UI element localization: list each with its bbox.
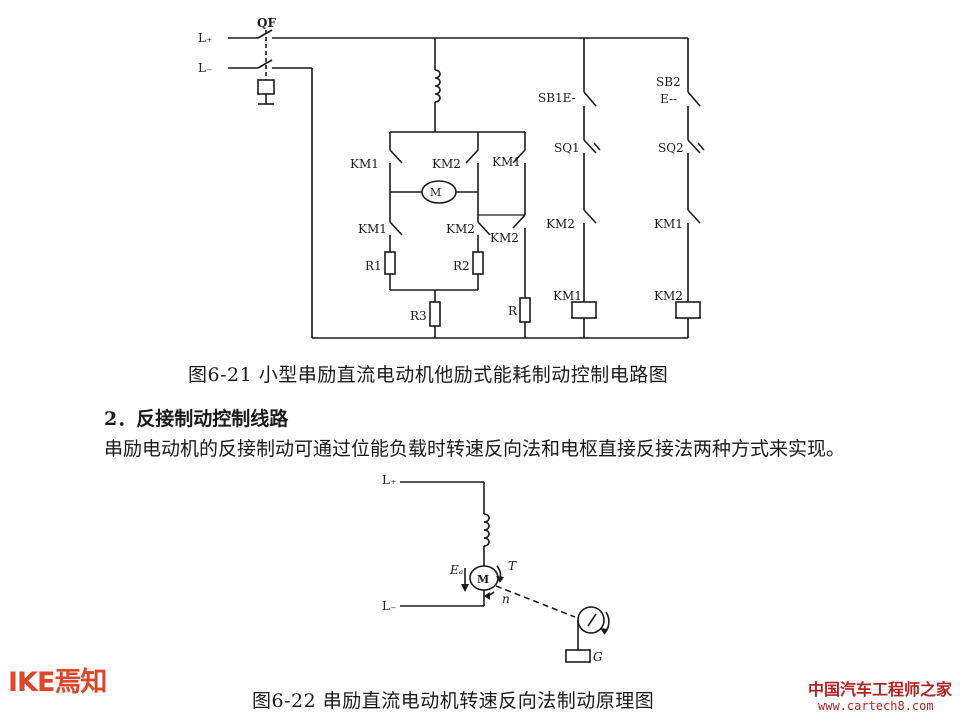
torque-arrowhead — [496, 576, 504, 583]
label-km2-d: KM2 — [546, 217, 575, 231]
qf-contact-top — [257, 29, 273, 39]
label-qf: QF — [257, 16, 276, 30]
coil-km2 — [675, 301, 701, 319]
drum-arrowhead — [600, 628, 608, 634]
coil-km1 — [571, 301, 597, 319]
drum-symbol — [577, 606, 605, 634]
label-r: R — [508, 304, 518, 318]
resistor-r3 — [429, 301, 441, 327]
label-km2-b: KM2 — [446, 222, 475, 236]
km2-ctrl-contact — [583, 209, 597, 224]
ike-logo: IKE焉知 — [8, 667, 107, 698]
label-l-plus: L₊ — [198, 31, 212, 45]
label-sq1: SQ1 — [554, 141, 580, 155]
caption-figure-6-21: 图6-21 小型串励直流电动机他励式能耗制动控制电路图 — [188, 364, 669, 386]
label-sb1: SB1E- — [538, 91, 576, 105]
sb2-contact — [687, 91, 701, 107]
figure-6-22-diagram: L₊ L₋ M Eₐ T n G — [382, 473, 610, 664]
sq2-mark — [697, 142, 705, 151]
motor-symbol — [421, 180, 457, 204]
resistor-r1 — [384, 251, 396, 275]
sq1-mark — [593, 142, 601, 151]
sb1-contact — [583, 91, 597, 107]
field-coil-2 — [483, 513, 490, 547]
label-ea: Eₐ — [449, 563, 463, 577]
km1-right-contact — [512, 149, 526, 164]
km1-ctrl-contact — [687, 209, 701, 224]
km2-r2-contact — [477, 221, 491, 236]
section-heading: 2．反接制动控制线路 — [104, 408, 289, 430]
label-sq2: SQ2 — [658, 141, 684, 155]
field-coil — [434, 69, 441, 103]
label-l-minus-2: L₋ — [382, 599, 396, 613]
km2-mid-contact — [465, 149, 479, 164]
cartech-watermark-title: 中国汽车工程师之家 — [808, 680, 953, 699]
label-km1-a: KM1 — [350, 157, 379, 171]
label-l-minus: L₋ — [198, 61, 212, 75]
label-km1-d: KM1 — [654, 217, 683, 231]
label-n: n — [502, 592, 510, 606]
label-motor: M — [430, 186, 441, 199]
label-km2-a: KM2 — [432, 157, 461, 171]
section-paragraph: 串励电动机的反接制动可通过位能负载时转速反向法和电枢直接反接法两种方式来实现。 — [104, 438, 846, 460]
label-sb2: SB2 — [656, 75, 681, 89]
drum-mark — [587, 613, 597, 627]
label-km2-c: KM2 — [490, 231, 519, 245]
resistor-r2 — [472, 251, 484, 275]
label-l-plus-2: L₊ — [382, 473, 396, 487]
caption-figure-6-22: 图6-22 串励直流电动机转速反向法制动原理图 — [252, 690, 655, 712]
label-r2: R2 — [453, 259, 470, 273]
label-sb2-push: E-- — [660, 92, 677, 106]
km2-right-contact — [512, 214, 526, 229]
label-g: G — [593, 650, 603, 664]
shaft-dashed — [495, 585, 576, 618]
sq2-contact — [687, 139, 701, 154]
sq1-contact — [583, 139, 597, 154]
km1-r1-contact — [389, 221, 403, 236]
label-r1: R1 — [365, 259, 382, 273]
resistor-r — [519, 297, 531, 323]
label-km2-coil: KM2 — [654, 289, 683, 303]
label-t: T — [508, 559, 517, 573]
label-motor-2: M — [477, 573, 489, 586]
km1-left-contact — [389, 149, 403, 164]
load-weight — [565, 649, 591, 663]
label-km1-c: KM1 — [358, 222, 387, 236]
cartech-watermark-url: www.cartech8.com — [818, 699, 934, 713]
label-km1-coil: KM1 — [553, 289, 582, 303]
label-r3: R3 — [410, 309, 427, 323]
qf-release-box — [257, 79, 275, 95]
speed-arrowhead — [484, 592, 490, 600]
label-km1-b: KM1 — [492, 155, 521, 169]
qf-contact-bottom — [257, 59, 273, 69]
ea-arrowhead — [461, 584, 469, 592]
figure-6-21-diagram: L₊ L₋ QF KM1 KM2 KM1 M KM1 KM2 KM2 R1 R2… — [198, 16, 705, 339]
